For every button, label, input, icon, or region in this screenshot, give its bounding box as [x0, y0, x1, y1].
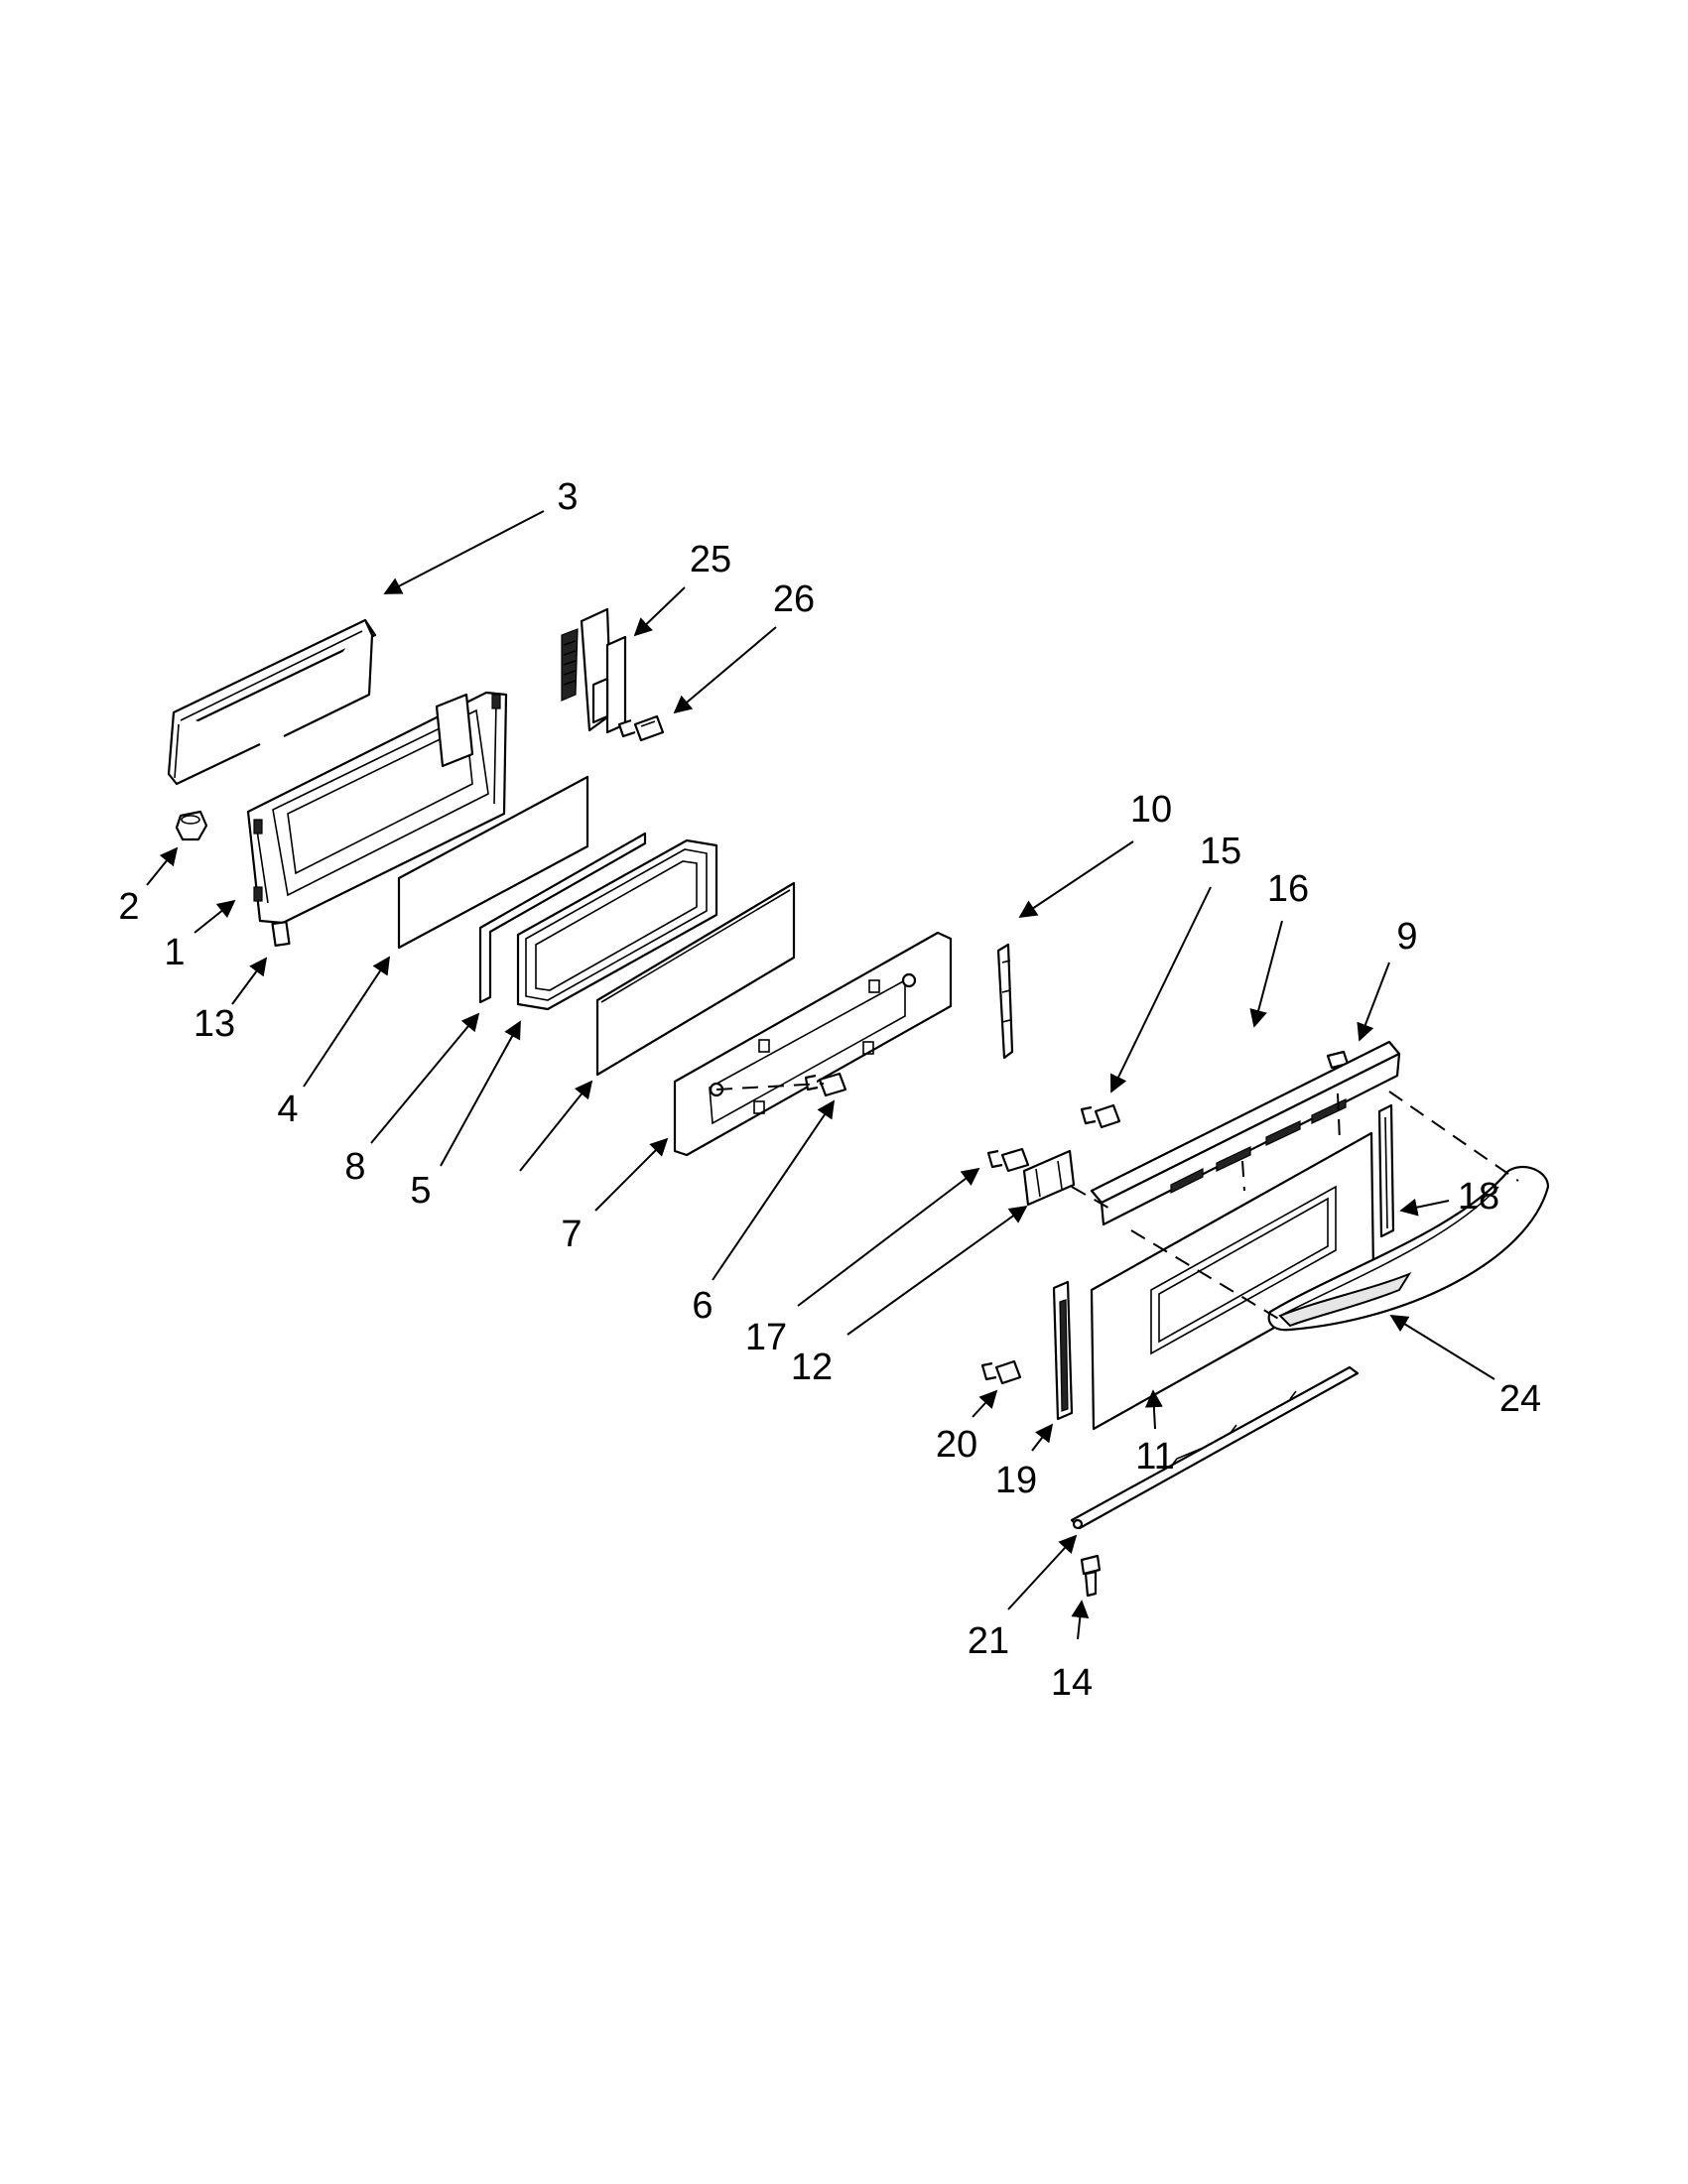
part-8-spacer	[478, 832, 647, 1004]
part-19-side-trim	[1052, 1280, 1074, 1421]
callout-18: 18	[1458, 1176, 1499, 1218]
part-16-vent-channel	[1090, 1040, 1401, 1226]
callout-1: 1	[164, 932, 185, 973]
part-1-inner-door-frame	[246, 691, 508, 925]
callout-17: 17	[745, 1317, 787, 1358]
part-3-gasket	[167, 618, 377, 786]
callout-24: 25	[690, 539, 731, 580]
part-23-handle	[1267, 1165, 1550, 1332]
callout-25: 26	[773, 578, 815, 620]
callout-8: 8	[344, 1146, 365, 1188]
part-12-bracket	[1022, 1149, 1076, 1207]
part-26-outer-glass	[595, 881, 796, 1077]
callout-labels: 3 25 26 2 1 13 4 8 5 7 6 10 15 16 9 17 1…	[118, 476, 1541, 1704]
part-25-screw	[617, 714, 665, 742]
part-5-glass-pack	[516, 838, 718, 1011]
callout-5: 5	[410, 1170, 431, 1212]
part-10-bracket	[996, 943, 1014, 1060]
part-21-bottom-rail	[1070, 1365, 1360, 1530]
callout-20: 20	[936, 1424, 977, 1466]
part-18-side-channel	[1377, 1103, 1395, 1238]
callout-16: 16	[1267, 868, 1309, 910]
part-7-outer-door-panel	[673, 931, 953, 1157]
part-20-screw	[980, 1359, 1022, 1385]
assembly-line-liner	[1241, 1160, 1245, 1192]
callout-12: 12	[791, 1347, 833, 1388]
part-2-grommet	[175, 810, 208, 841]
part-24-hinge	[561, 607, 627, 734]
callout-11: 11	[1135, 1436, 1174, 1477]
callout-9: 9	[1396, 916, 1417, 958]
callout-2: 2	[118, 886, 139, 928]
callout-21: 21	[968, 1620, 1009, 1662]
leader-lines	[146, 510, 1495, 1640]
part-4-inner-glass	[397, 775, 589, 950]
assembly-line-screw-9	[1337, 1092, 1341, 1142]
part-14-screw	[1080, 1554, 1102, 1598]
assembly-line-handle-left	[1130, 1229, 1281, 1321]
assembly-line-handle-right	[1388, 1091, 1519, 1182]
callout-6: 6	[692, 1285, 713, 1327]
assembly-line-panel	[715, 1083, 825, 1091]
part-13-clip	[271, 921, 291, 947]
callout-4: 4	[277, 1089, 298, 1130]
callout-3: 3	[557, 476, 578, 518]
callout-14: 14	[1051, 1662, 1093, 1704]
callout-23: 24	[1499, 1378, 1541, 1420]
callout-13: 13	[194, 1003, 235, 1045]
callout-19: 19	[995, 1460, 1037, 1501]
callout-15: 15	[1200, 831, 1241, 872]
assembly-line-bracket	[1071, 1186, 1114, 1212]
callout-10: 10	[1130, 789, 1172, 831]
callout-7: 7	[561, 1214, 582, 1255]
part-6-screw	[804, 1072, 847, 1097]
part-17-screw	[986, 1147, 1030, 1173]
part-15-screw	[1080, 1103, 1121, 1129]
